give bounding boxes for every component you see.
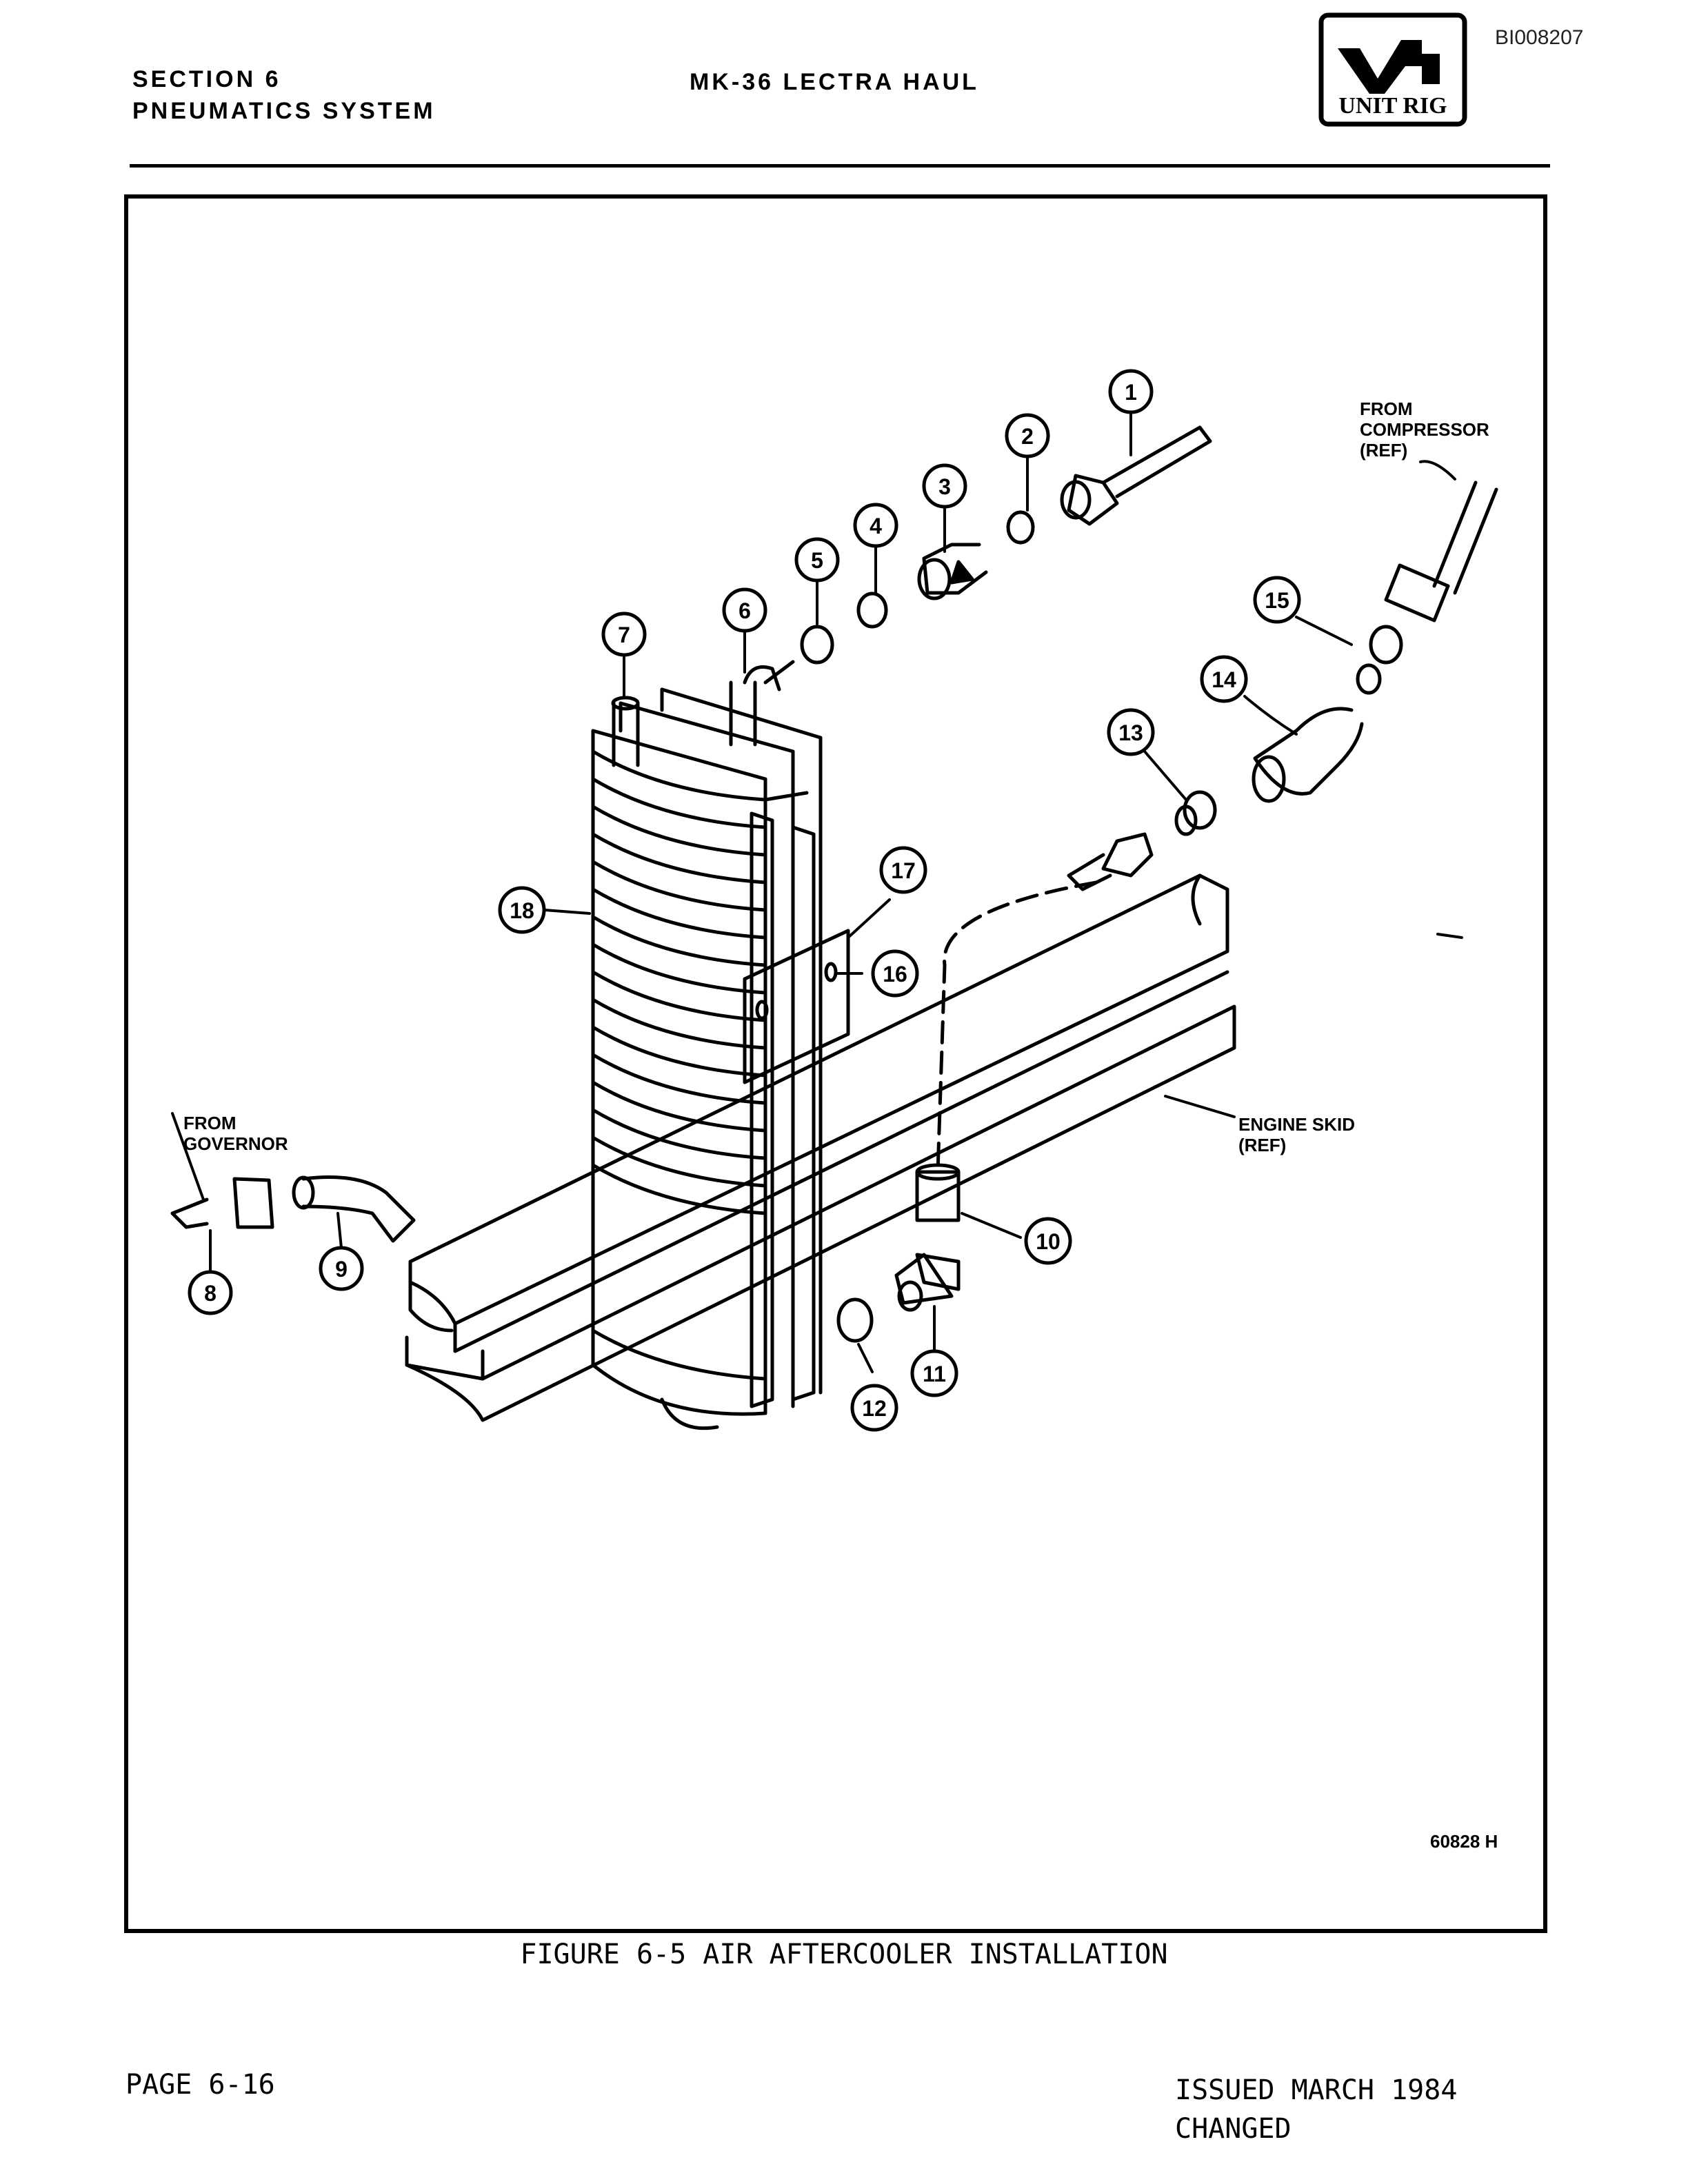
svg-text:2: 2 — [1021, 424, 1034, 449]
svg-text:5: 5 — [811, 548, 823, 573]
callout-18: 18 — [498, 886, 546, 934]
section-system: PNEUMATICS SYSTEM — [132, 98, 436, 124]
callout-17: 17 — [879, 846, 927, 894]
bracket-hole — [755, 1000, 769, 1020]
callout-4: 4 — [853, 503, 898, 548]
callout-15: 15 — [1253, 576, 1301, 624]
pipe-assembly-top — [763, 425, 1212, 685]
figure-frame — [124, 194, 1547, 1933]
svg-text:8: 8 — [204, 1281, 217, 1306]
unit-rig-logo-graphic: UNIT RIG — [1318, 12, 1467, 127]
callout-11: 11 — [910, 1349, 958, 1397]
callout-10: 10 — [1024, 1217, 1072, 1265]
engine-skid — [405, 873, 1236, 1422]
svg-text:12: 12 — [862, 1396, 887, 1421]
manual-title: MK-36 LECTRA HAUL — [690, 69, 979, 95]
callout-6: 6 — [722, 587, 767, 633]
pipe-assembly-bottom — [836, 1163, 961, 1343]
svg-text:18: 18 — [510, 898, 534, 923]
mounting-bracket — [743, 929, 850, 1084]
section-heading: SECTION 6 PNEUMATICS SYSTEM — [132, 63, 436, 127]
callout-5: 5 — [794, 537, 840, 583]
issue-date: ISSUED MARCH 1984 — [1175, 2074, 1458, 2106]
svg-text:15: 15 — [1265, 588, 1289, 613]
svg-text:11: 11 — [923, 1362, 946, 1386]
svg-text:17: 17 — [891, 858, 916, 883]
header-rule — [130, 164, 1550, 168]
callout-2: 2 — [1005, 413, 1050, 458]
from-governor-label: FROM GOVERNOR — [183, 1113, 288, 1154]
svg-text:13: 13 — [1118, 720, 1143, 745]
page-number: PAGE 6-16 — [125, 2069, 275, 2101]
svg-text:1: 1 — [1125, 380, 1137, 405]
callout-16: 16 — [871, 949, 919, 998]
aftercooler-core — [591, 665, 823, 1430]
callout-3: 3 — [922, 463, 967, 509]
from-compressor-label: FROM COMPRESSOR (REF) — [1360, 398, 1489, 461]
svg-text:16: 16 — [883, 962, 907, 987]
bracket-hole — [824, 962, 838, 982]
changed-note: CHANGED — [1175, 2113, 1292, 2145]
callout-9: 9 — [319, 1246, 364, 1291]
hose-route — [936, 880, 1098, 1174]
svg-text:4: 4 — [870, 514, 882, 538]
svg-text:6: 6 — [738, 598, 751, 623]
callout-7: 7 — [601, 611, 647, 657]
callout-8: 8 — [188, 1270, 233, 1315]
callout-13: 13 — [1107, 708, 1155, 756]
engine-skid-label: ENGINE SKID (REF) — [1238, 1114, 1356, 1155]
document-id: BI008207 — [1495, 26, 1584, 49]
callout-12: 12 — [850, 1384, 898, 1432]
callout-14: 14 — [1200, 655, 1248, 703]
pipe-assembly-left — [170, 1175, 416, 1243]
figure-caption: FIGURE 6-5 AIR AFTERCOOLER INSTALLATION — [520, 1939, 1168, 1970]
issue-info: ISSUED MARCH 1984 CHANGED — [1175, 2071, 1457, 2148]
figure-number: 60828 H — [1430, 1831, 1498, 1852]
svg-text:10: 10 — [1036, 1229, 1061, 1254]
unit-rig-logo: UNIT RIG — [1318, 12, 1467, 127]
callout-1: 1 — [1108, 369, 1154, 414]
logo-text: UNIT RIG — [1338, 93, 1447, 119]
svg-text:3: 3 — [938, 474, 951, 499]
pipe-assembly-right — [1067, 481, 1498, 891]
svg-text:9: 9 — [335, 1257, 348, 1282]
section-number: SECTION 6 — [132, 66, 281, 92]
svg-text:14: 14 — [1212, 667, 1236, 692]
svg-text:7: 7 — [618, 623, 630, 647]
